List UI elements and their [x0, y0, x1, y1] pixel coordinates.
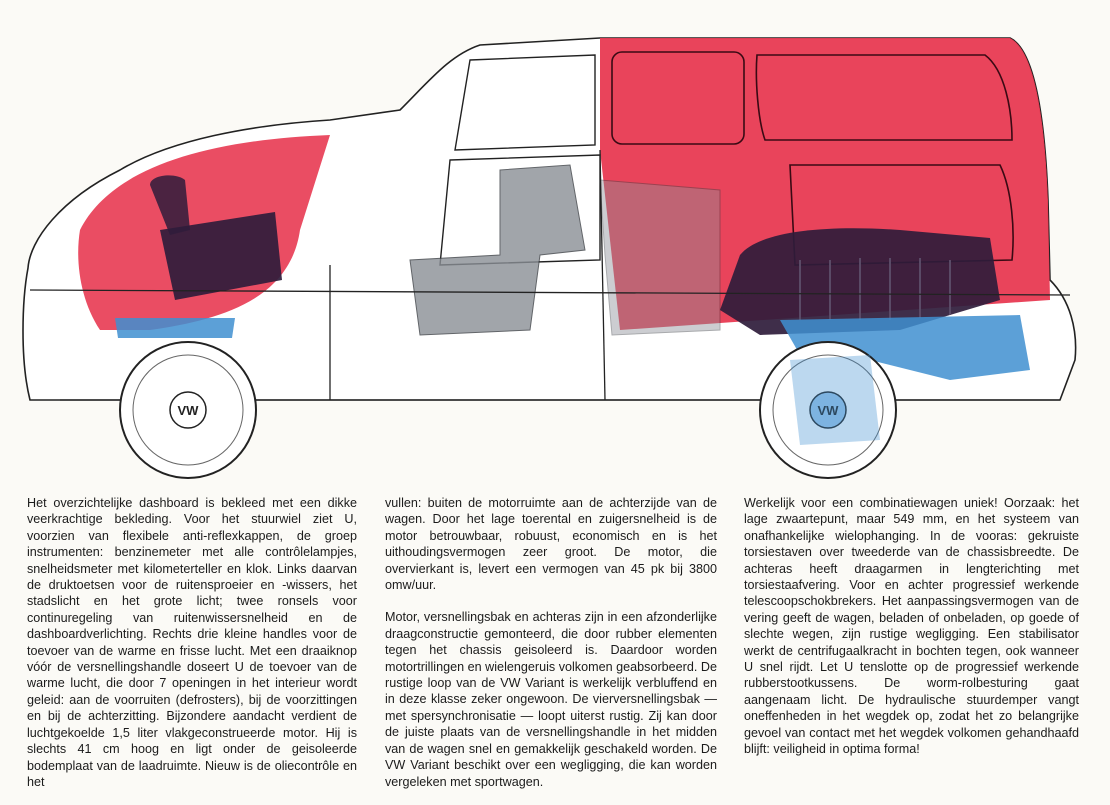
text-column-1: Het overzichtelijke dashboard is bekleed…	[27, 495, 357, 790]
column-1-paragraph-1: Het overzichtelijke dashboard is bekleed…	[27, 496, 357, 789]
column-2-paragraph-1: vullen: buiten de motorruimte aan de ach…	[385, 496, 717, 593]
rear-windows	[611, 51, 1014, 266]
front-windows	[439, 54, 601, 266]
front-wheel: VW	[119, 341, 257, 479]
front-wheel-emblem: VW	[178, 403, 200, 418]
fuel-tank	[150, 175, 282, 300]
engine	[720, 228, 1000, 335]
rear-wheel-hub-highlight	[790, 355, 880, 445]
column-3-paragraph-1: Werkelijk voor een combinatiewagen uniek…	[744, 496, 1079, 757]
text-column-2: vullen: buiten de motorruimte aan de ach…	[385, 495, 717, 790]
column-2-paragraph-2: Motor, versnellingsbak en achteras zijn …	[385, 610, 717, 789]
chassis-suspension	[115, 315, 1030, 380]
rear-wheel-emblem: VW	[818, 403, 840, 418]
text-column-3: Werkelijk voor een combinatiewagen uniek…	[744, 495, 1079, 758]
car-cutaway-illustration: VW VW	[22, 37, 1077, 479]
rear-wheel: VW	[759, 341, 897, 479]
